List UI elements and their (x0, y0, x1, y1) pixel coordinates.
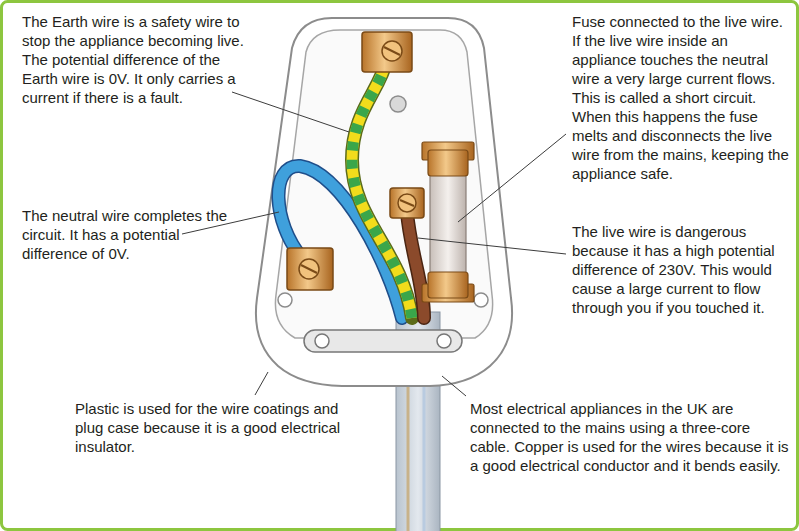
live-terminal (390, 188, 424, 218)
terminal-screw (299, 259, 319, 279)
plug-recess (275, 30, 492, 338)
leader-line (232, 92, 349, 132)
screw-slot (400, 200, 414, 206)
screw-hole (278, 293, 292, 307)
earth-terminal (362, 32, 412, 72)
screw-slot (384, 47, 400, 55)
screw-hole (474, 293, 488, 307)
leader-line (458, 134, 566, 222)
cable-stripe (407, 380, 410, 531)
callout-text: Most electrical appliances in the UK are… (470, 399, 790, 475)
fuse-body (430, 172, 466, 276)
terminal-screw (382, 41, 402, 61)
cable-grip (304, 330, 462, 352)
fuse-cap (428, 272, 468, 298)
neutral-terminal (287, 248, 333, 290)
callout-text: The live wire is dangerous because it ha… (572, 222, 794, 317)
callout-text: Plastic is used for the wire coatings an… (75, 399, 347, 456)
leader-line (255, 372, 268, 395)
callout-text: The neutral wire completes the circuit. … (22, 206, 238, 263)
live-wire (407, 212, 424, 318)
callout-text: Fuse connected to the live wire. If the … (572, 12, 790, 183)
leader-line (418, 238, 566, 254)
leader-line (442, 376, 466, 396)
grip-screw (437, 334, 451, 348)
live-wire-outline (407, 212, 424, 318)
terminal-screw (398, 194, 416, 212)
fuse-cap (428, 150, 468, 176)
pin-hole (390, 96, 406, 112)
callout-text: The Earth wire is a safety wire to stop … (22, 12, 248, 107)
grip-screw (315, 334, 329, 348)
screw-slot (301, 265, 317, 273)
cable-stripe (423, 380, 426, 531)
plug-case (256, 18, 512, 386)
